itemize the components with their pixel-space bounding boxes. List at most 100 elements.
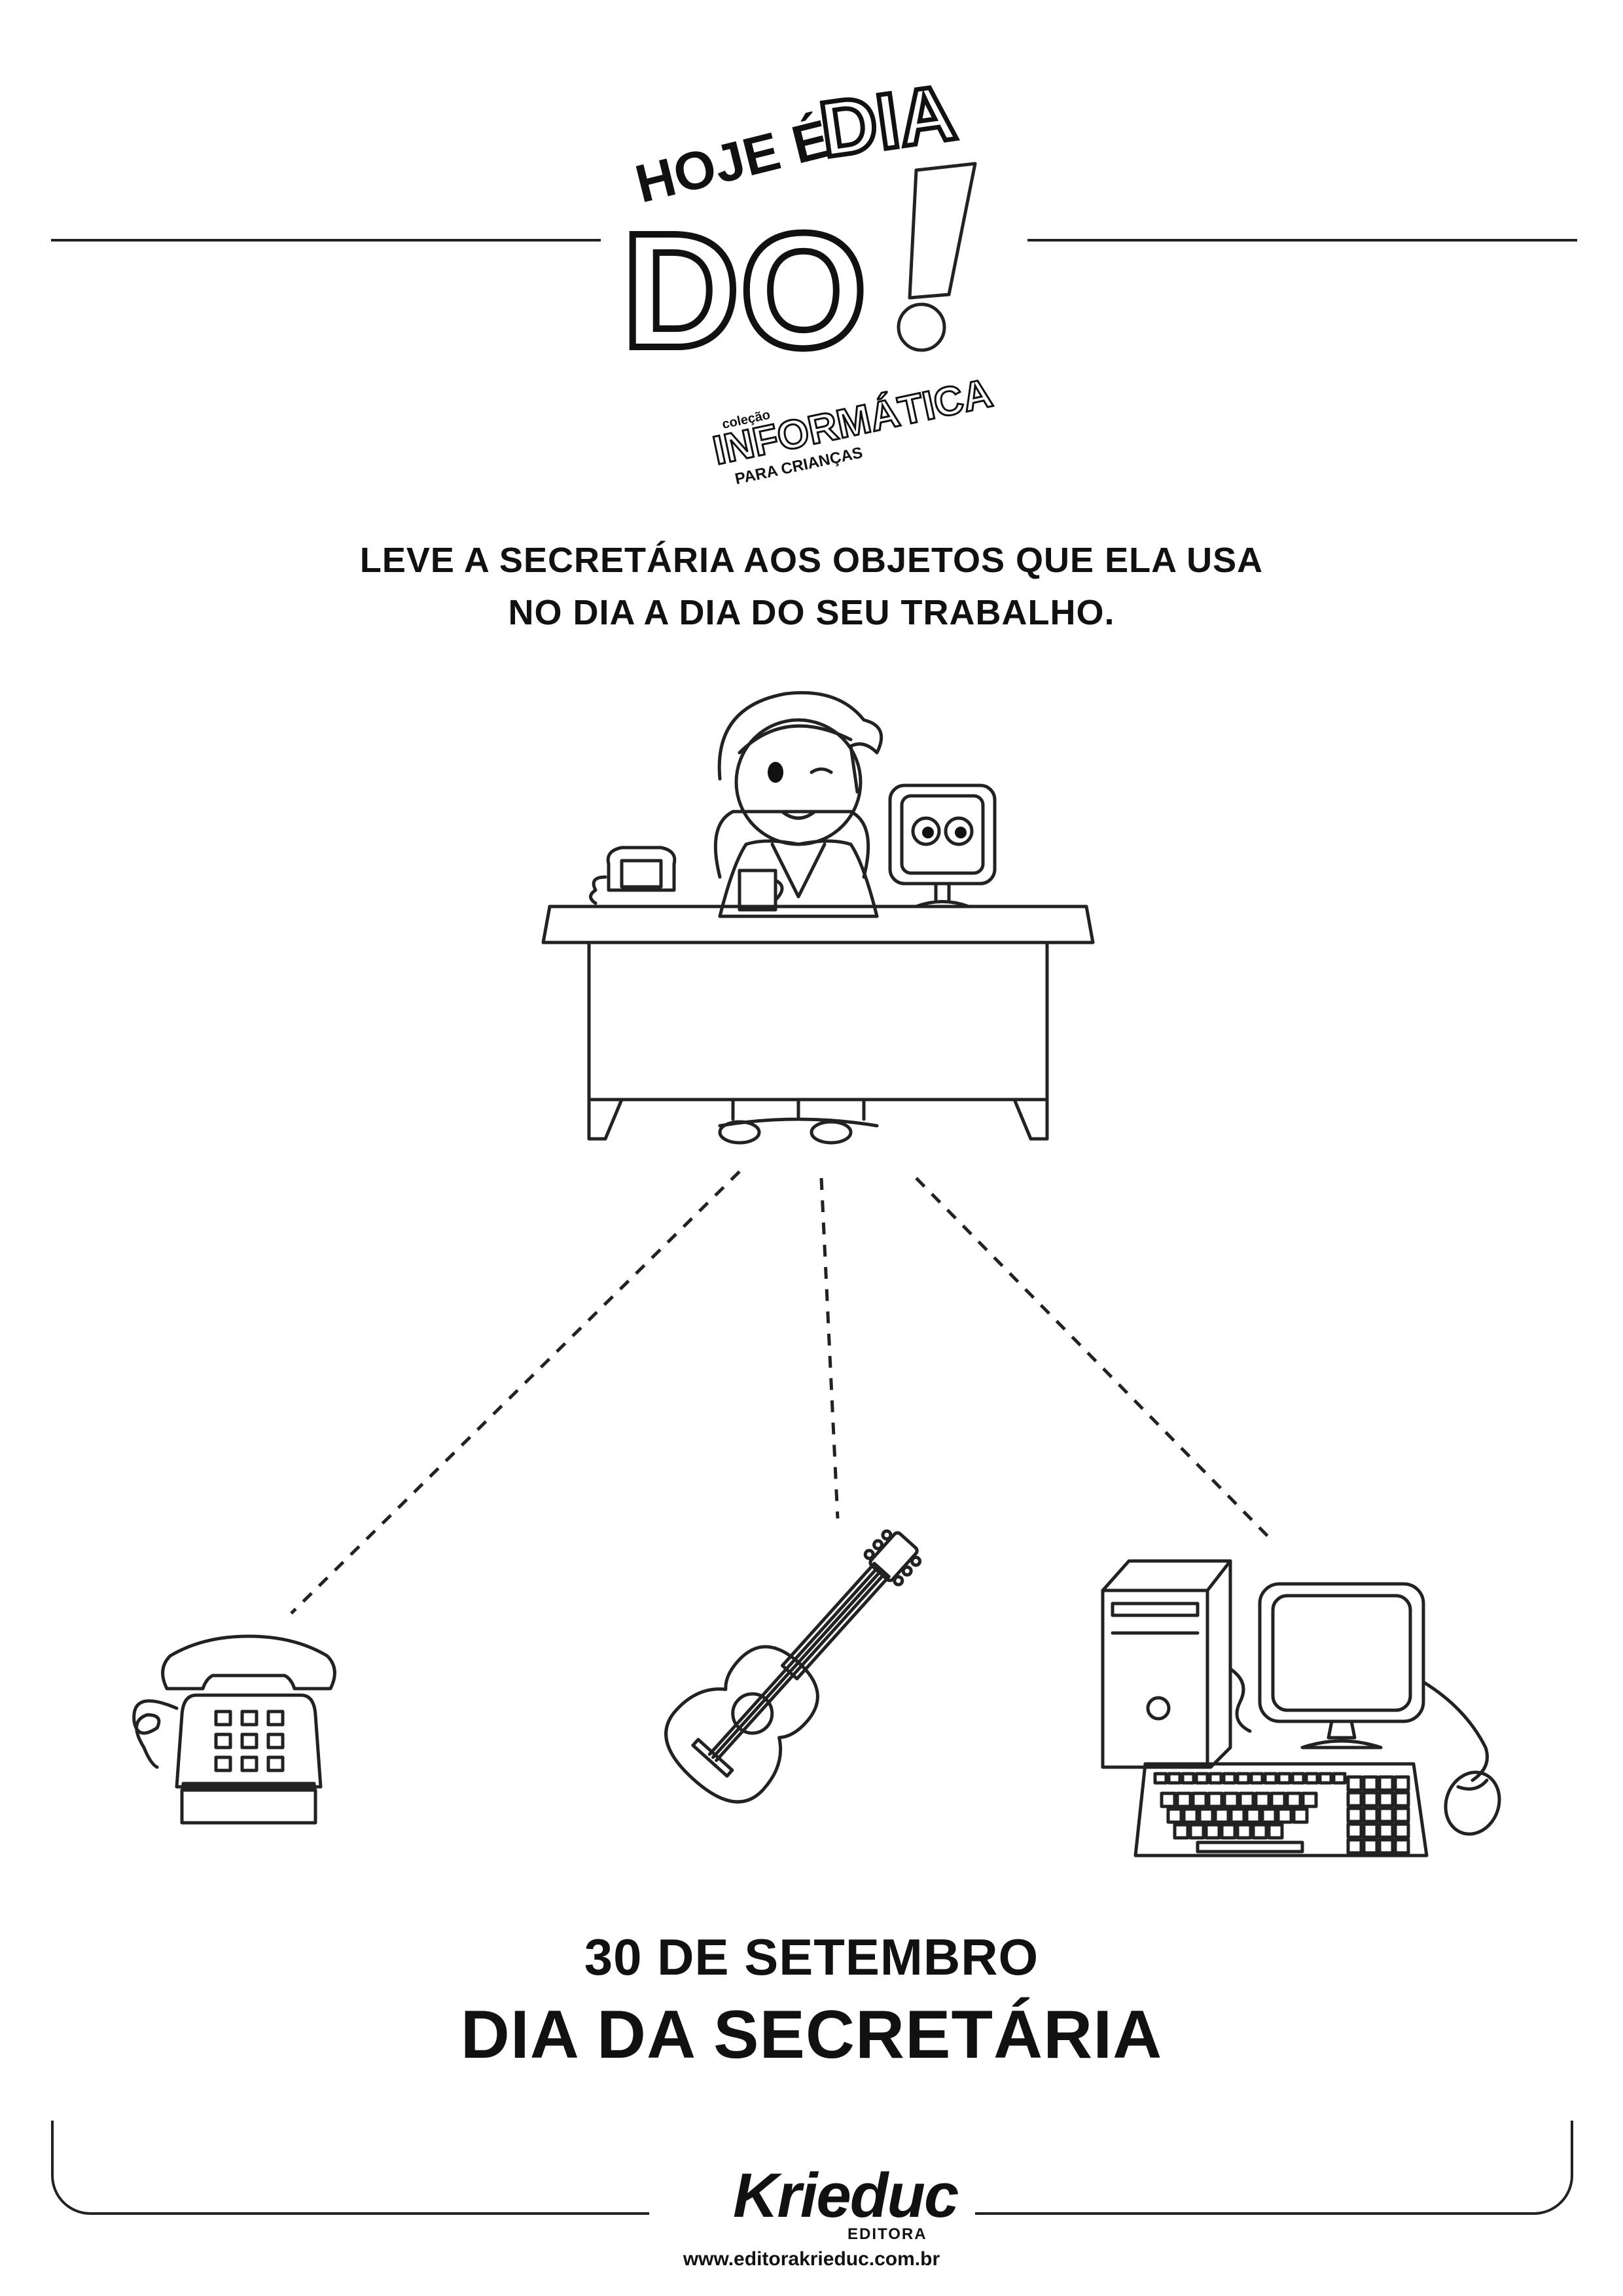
- numpad-key: [1393, 1791, 1410, 1808]
- keyboard-key: [1213, 1807, 1230, 1824]
- computer-monitor-screen: [1271, 1594, 1412, 1712]
- desk-leg-right: [1012, 1098, 1049, 1141]
- computer-mouse-button-line: [1456, 1778, 1489, 1791]
- keyboard-key-label: W: [1180, 1796, 1188, 1805]
- guitar-peg: [910, 1555, 922, 1567]
- keyboard-key: [1277, 1772, 1292, 1785]
- secretary-hair: [717, 691, 883, 794]
- keyboard-key-label: G: [1234, 1812, 1240, 1821]
- secretary-bangs: [738, 724, 853, 755]
- chair-back: [713, 810, 870, 879]
- numpad-key: [1393, 1838, 1410, 1855]
- computer-monitor: [1258, 1582, 1425, 1723]
- numpad-key: [1378, 1822, 1395, 1839]
- keyboard-key: [1267, 1823, 1284, 1840]
- guitar-peg: [893, 1575, 904, 1587]
- keyboard-key: [1332, 1772, 1347, 1785]
- keyboard-key: [1238, 1791, 1255, 1808]
- keyboard-key: [1236, 1772, 1251, 1785]
- numpad-key: [1346, 1806, 1363, 1823]
- keyboard-key: [1173, 1823, 1190, 1840]
- keyboard-key: [1245, 1807, 1262, 1824]
- keyboard-key-label: I: [1277, 1796, 1279, 1805]
- numpad-key: [1362, 1822, 1379, 1839]
- computer-cable: [1228, 1667, 1252, 1733]
- guitar-bridge: [691, 1738, 734, 1778]
- secretary-eye-right-wink: [810, 767, 833, 774]
- monitor-eye-left: [911, 816, 941, 846]
- keyboard-key: [1198, 1807, 1215, 1824]
- brand-name: Krieduc: [733, 2161, 959, 2231]
- desk-top: [541, 905, 1095, 944]
- connector-to-phone[interactable]: [290, 1170, 741, 1615]
- guitar-peg: [872, 1539, 884, 1551]
- instruction-line-2: NO DIA A DIA DO SEU TRABALHO.: [508, 593, 1115, 632]
- guitar-icon[interactable]: [648, 1512, 949, 1813]
- keyboard-key: [1160, 1791, 1177, 1808]
- keyboard-key-label: J: [1267, 1812, 1270, 1821]
- mouse-cable: [1421, 1680, 1489, 1782]
- keyboard-key-label: Z: [1179, 1827, 1184, 1837]
- keyboard-key: [1208, 1772, 1223, 1785]
- numpad-key: [1378, 1775, 1395, 1792]
- keyboard-key: [1167, 1772, 1182, 1785]
- numpad-key: [1393, 1806, 1410, 1823]
- telephone-icon[interactable]: [118, 1630, 380, 1826]
- keyboard-key: [1182, 1807, 1199, 1824]
- keyboard-key: [1188, 1823, 1205, 1840]
- numpad-key: [1378, 1838, 1395, 1855]
- keyboard-key: [1222, 1772, 1237, 1785]
- guitar-body: [664, 1645, 819, 1804]
- event-date: 30 DE SETEMBRO: [584, 1928, 1039, 1986]
- keyboard-key: [1166, 1807, 1183, 1824]
- keyboard-key: [1251, 1823, 1268, 1840]
- krieduc-logo[interactable]: Krieduc EDITORA: [713, 2160, 959, 2245]
- keyboard-key-label: M: [1272, 1827, 1279, 1837]
- keyboard-key: [1304, 1772, 1319, 1785]
- desk-phone: [606, 846, 677, 892]
- telephone-base: [180, 1788, 317, 1825]
- desk-leg-left: [587, 1098, 624, 1141]
- numpad-key: [1346, 1838, 1363, 1855]
- logo-dia-text: DIA: [815, 68, 961, 173]
- computer-mouse: [1444, 1770, 1501, 1836]
- keyboard-key: [1263, 1772, 1278, 1785]
- numpad-key: [1346, 1775, 1363, 1792]
- keyboard-key-label: C: [1210, 1827, 1215, 1837]
- guitar-string: [711, 1568, 883, 1759]
- keyboard-key: [1220, 1823, 1237, 1840]
- keyboard-key: [1175, 1791, 1192, 1808]
- keyboard-key-label: Q: [1165, 1796, 1171, 1805]
- computer-monitor-stand: [1300, 1719, 1383, 1749]
- keyboard-key: [1270, 1791, 1287, 1808]
- keyboard-key: [1181, 1772, 1196, 1785]
- keyboard-key: [1204, 1823, 1221, 1840]
- numpad-key: [1378, 1806, 1395, 1823]
- keyboard-key: [1318, 1772, 1333, 1785]
- logo-exclamation-dot: [897, 302, 946, 352]
- keyboard-key-label: N: [1257, 1827, 1263, 1837]
- website-link[interactable]: www.editorakrieduc.com.br: [683, 2248, 940, 2270]
- numpad-key: [1346, 1822, 1363, 1839]
- numpad-key: [1362, 1791, 1379, 1808]
- monitor-pupil-left: [922, 827, 934, 838]
- monitor-pupil-right: [955, 827, 967, 838]
- numpad-key: [1393, 1775, 1410, 1792]
- keyboard-key: [1229, 1807, 1246, 1824]
- keyboard-key-label: R: [1213, 1796, 1218, 1805]
- computer-drive-bay: [1111, 1602, 1200, 1617]
- keyboard-key-label: D: [1203, 1812, 1209, 1821]
- header-rule-right: [1027, 239, 1577, 242]
- connector-to-guitar[interactable]: [819, 1177, 840, 1519]
- connector-to-computer[interactable]: [915, 1177, 1274, 1543]
- secretary-at-desk-illustration: [541, 691, 1095, 1145]
- keyboard-key: [1222, 1791, 1240, 1808]
- numpad-key: [1378, 1791, 1395, 1808]
- keyboard-key-label: H: [1250, 1812, 1256, 1821]
- desk-phone-cord: [589, 875, 607, 905]
- computer-tower-edge: [1101, 1559, 1232, 1769]
- telephone-body: [175, 1693, 323, 1789]
